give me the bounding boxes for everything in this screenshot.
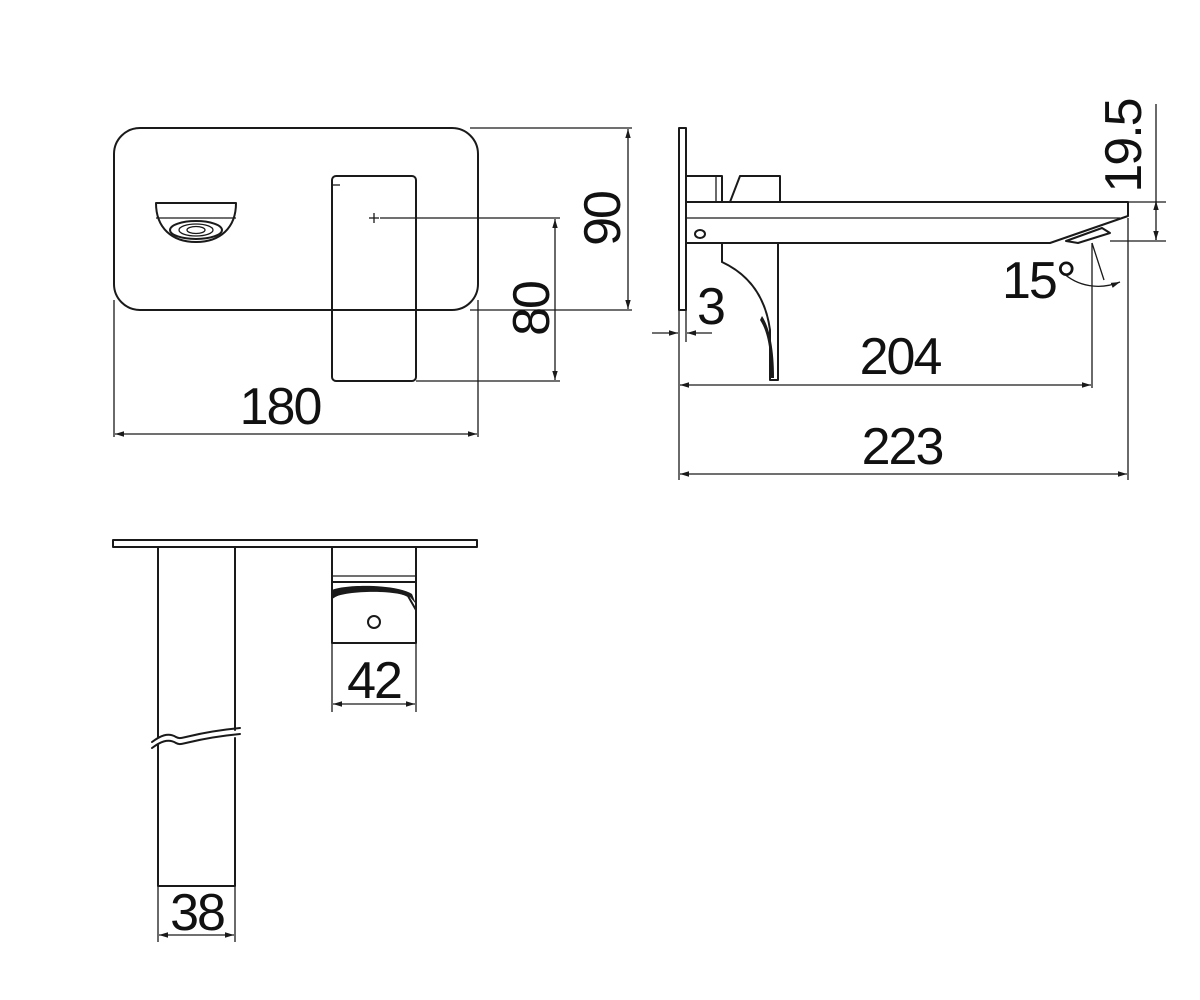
spout-outlet-icon xyxy=(155,202,237,243)
side-handle xyxy=(685,175,781,203)
dimension-label-42: 42 xyxy=(347,652,401,710)
side-wall-plate xyxy=(678,127,687,311)
side-screw-hole xyxy=(694,229,706,239)
front-view: 90 80 180 xyxy=(113,127,632,437)
dimension-label-38: 38 xyxy=(170,884,224,942)
side-spout xyxy=(685,201,1129,244)
side-support xyxy=(721,242,779,381)
wall-plate xyxy=(113,127,479,311)
dimension-label-80: 80 xyxy=(503,282,561,336)
dimension-label-3: 3 xyxy=(697,278,724,336)
handle-center-mark xyxy=(369,213,379,223)
top-spout-pipe xyxy=(157,546,236,738)
dimension-label-204: 204 xyxy=(860,328,942,386)
dimension-label-180: 180 xyxy=(240,378,321,436)
side-view: 15° 19.5 3 204 223 xyxy=(652,99,1166,480)
dimension-label-19-5: 19.5 xyxy=(1095,99,1153,192)
mixer-handle xyxy=(331,175,417,382)
top-handle-screw xyxy=(367,615,381,629)
top-view: 42 38 xyxy=(112,539,478,942)
top-wall-plate xyxy=(112,539,478,548)
dimension-label-223: 223 xyxy=(862,418,943,476)
angle-arc-15 xyxy=(1061,271,1121,288)
dimension-label-90: 90 xyxy=(574,192,632,246)
top-handle xyxy=(331,546,417,583)
break-line-icon xyxy=(151,727,241,743)
dimension-label-15deg: 15° xyxy=(1002,252,1075,310)
